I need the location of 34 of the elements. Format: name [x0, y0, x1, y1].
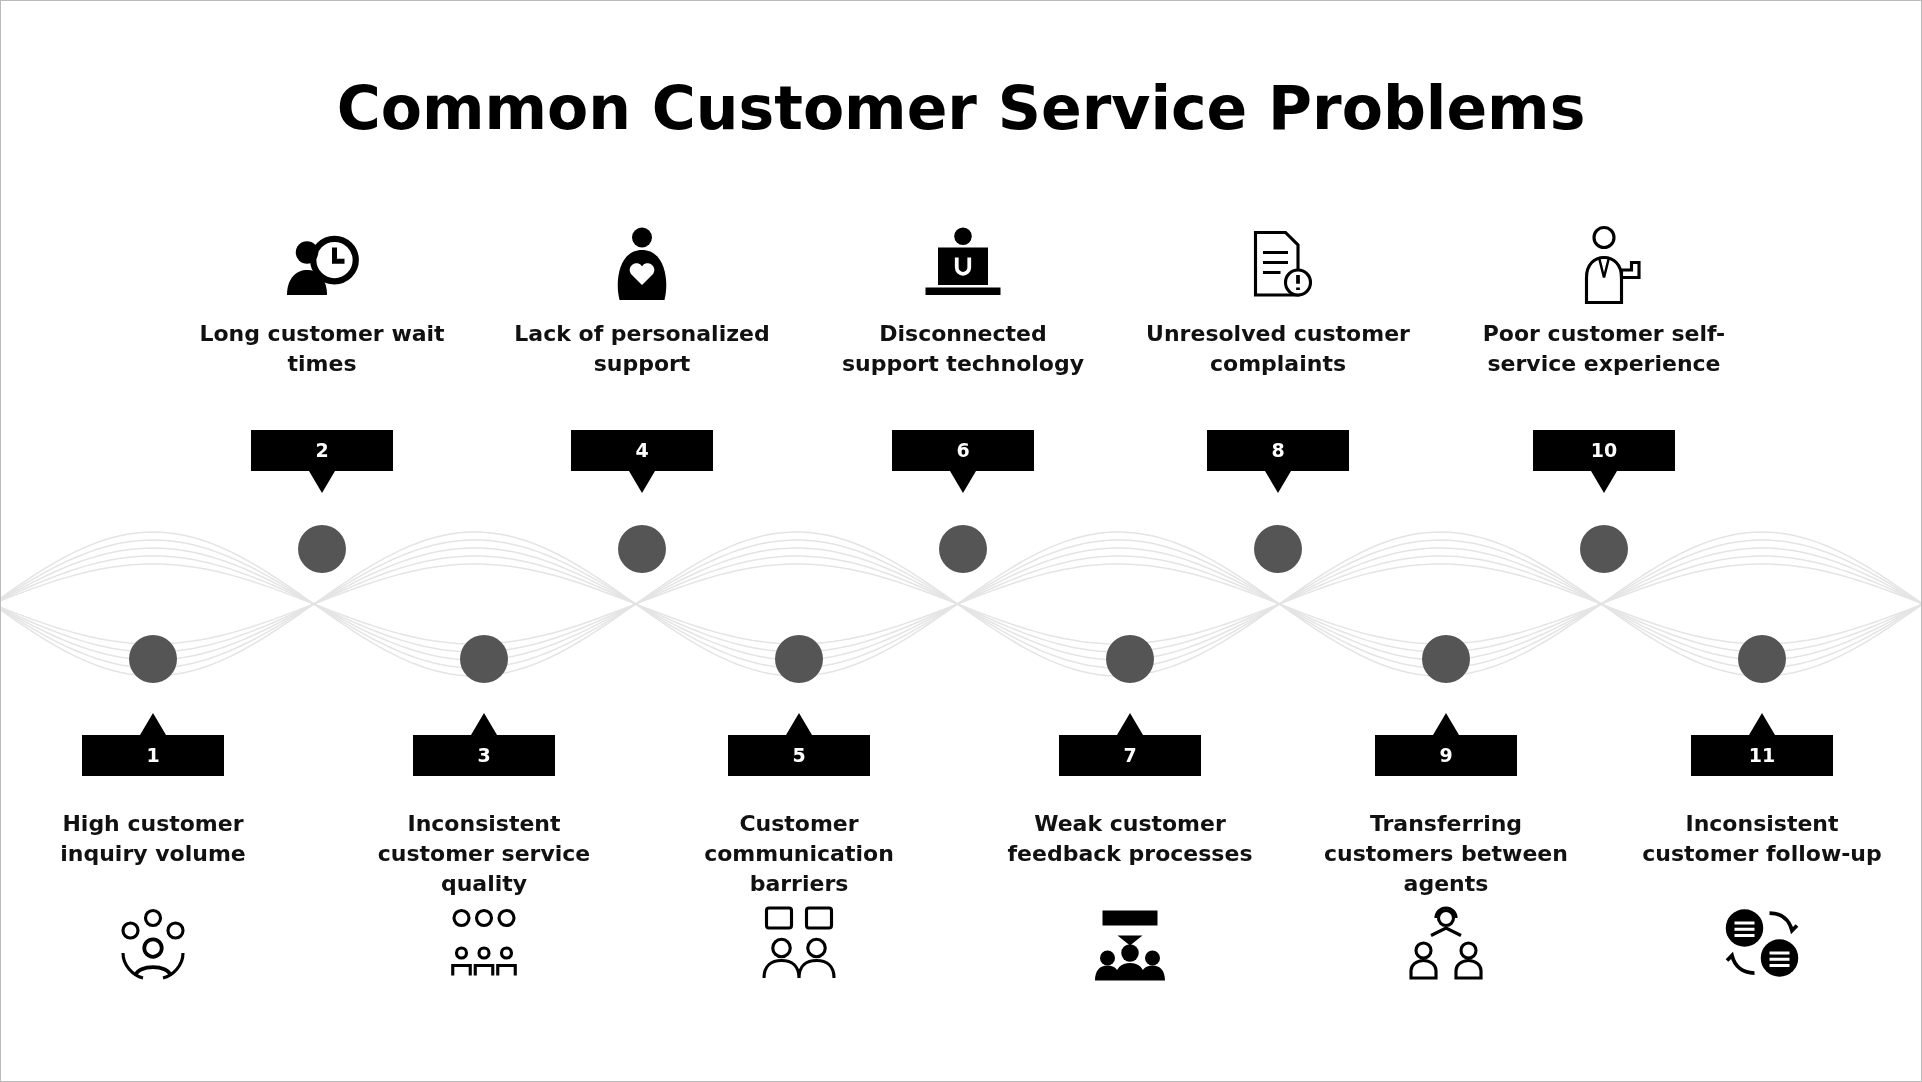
step-number: 3: [476, 743, 492, 768]
step-number: 8: [1270, 438, 1286, 463]
number-tag: [571, 430, 713, 493]
problem-label: Transferring customers between agents: [1323, 810, 1569, 898]
number-tag: [892, 430, 1034, 493]
problem-label: Disconnected support technology: [840, 320, 1086, 378]
number-tag: [82, 713, 224, 776]
problem-label: Customer communication barriers: [703, 810, 895, 898]
step-number: 6: [955, 438, 971, 463]
step-number: 2: [314, 438, 330, 463]
number-tag: [413, 713, 555, 776]
step-number: 11: [1747, 743, 1777, 768]
number-tag: [251, 430, 393, 493]
problem-label: Weak customer feedback processes: [1006, 810, 1254, 868]
title: Common Customer Service Problems: [335, 73, 1587, 143]
problem-label: Inconsistent customer service quality: [376, 810, 592, 898]
number-tag: [728, 713, 870, 776]
number-tag: [1207, 430, 1349, 493]
step-number: 4: [634, 438, 650, 463]
problem-label: High customer inquiry volume: [59, 810, 247, 868]
number-tag: [1533, 430, 1675, 493]
problem-label: Poor customer self-service experience: [1481, 320, 1727, 378]
number-tag: [1059, 713, 1201, 776]
problem-label: Inconsistent customer follow-up: [1641, 810, 1883, 868]
step-number: 10: [1589, 438, 1619, 463]
step-number: 5: [791, 743, 807, 768]
problem-label: Unresolved customer complaints: [1145, 320, 1411, 378]
problem-label: Long customer wait times: [198, 320, 446, 378]
problem-label: Lack of personalized support: [513, 320, 771, 378]
step-number: 9: [1438, 743, 1454, 768]
number-tag: [1691, 713, 1833, 776]
step-number: 7: [1122, 743, 1138, 768]
step-number: 1: [145, 743, 161, 768]
number-tag: [1375, 713, 1517, 776]
